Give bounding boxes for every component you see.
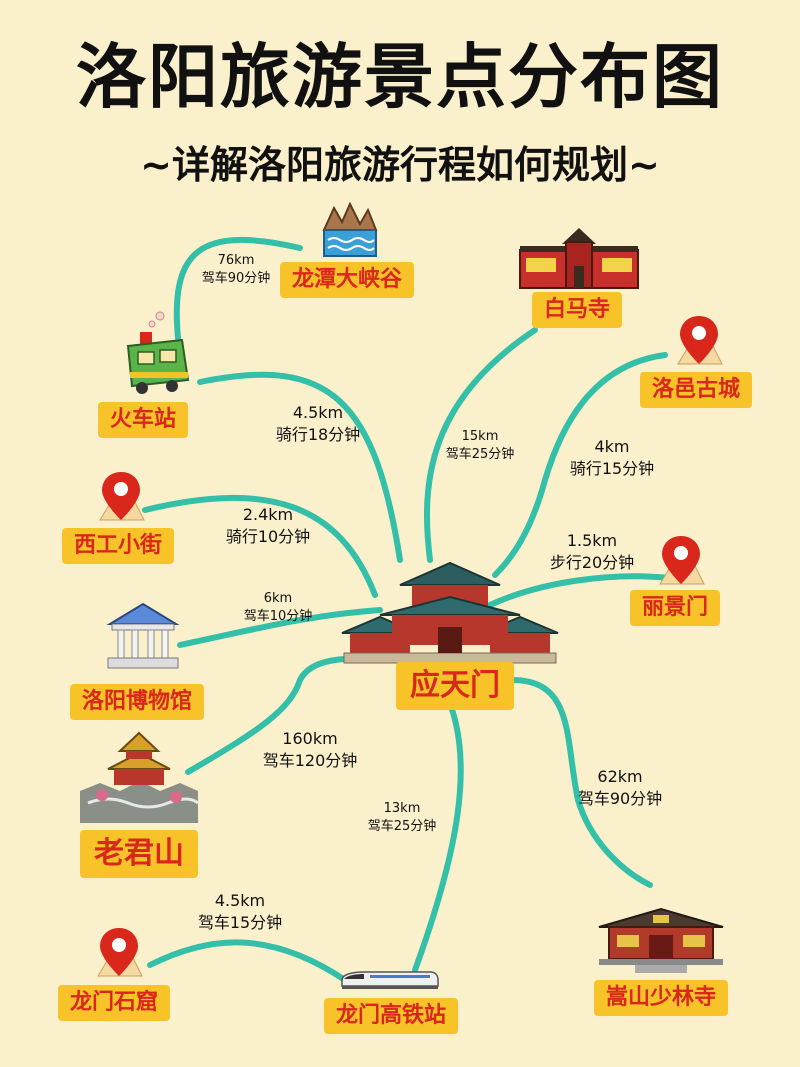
route-info-laojun: 160km 驾车120分钟 — [263, 728, 358, 771]
route-line-longtan — [173, 236, 303, 341]
museum-icon — [106, 602, 180, 669]
place-label-shaolin-temple[interactable]: 嵩山少林寺 — [594, 980, 729, 1016]
place-label-laojun-mountain[interactable]: 老君山 — [80, 830, 198, 878]
route-line-shaolin — [509, 677, 653, 888]
route-distance: 1.5km — [566, 531, 618, 550]
route-info-train-station: 4.5km 骑行18分钟 — [276, 402, 360, 445]
route-distance: 4.5km — [214, 891, 266, 910]
route-line-museum — [177, 607, 383, 648]
map-title: 洛阳旅游景点分布图 — [76, 36, 724, 118]
route-info-xigong: 2.4km 骑行10分钟 — [226, 504, 310, 547]
route-time: 骑行15分钟 — [569, 458, 655, 478]
route-line-lijing — [487, 573, 673, 608]
map-pin-icon — [659, 536, 705, 585]
route-line-xigong — [142, 494, 378, 598]
canyon-icon — [322, 201, 378, 257]
route-time: 驾车25分钟 — [367, 818, 437, 834]
route-line-longmen-grottoes — [147, 939, 348, 983]
map-pin-icon — [677, 316, 723, 365]
route-distance: 13km — [383, 801, 421, 816]
route-distance: 6km — [263, 591, 293, 606]
high-speed-train-icon — [341, 971, 439, 989]
train-icon — [126, 311, 190, 394]
route-time: 驾车25分钟 — [445, 446, 515, 462]
route-time: 骑行18分钟 — [275, 424, 361, 444]
map-pin-icon — [97, 928, 143, 977]
route-info-baima: 15km 驾车25分钟 — [446, 428, 515, 463]
route-info-longmen-station: 13km 驾车25分钟 — [368, 800, 437, 835]
route-line-baima — [423, 327, 538, 563]
route-time: 驾车90分钟 — [577, 788, 663, 808]
place-label-yingtian-gate[interactable]: 应天门 — [396, 662, 514, 710]
place-label-luoyi-ancient-city[interactable]: 洛邑古城 — [640, 372, 753, 408]
place-label-longtan-canyon[interactable]: 龙潭大峡谷 — [280, 262, 415, 298]
temple-icon — [519, 228, 639, 289]
route-distance: 76km — [217, 253, 255, 268]
route-time: 步行20分钟 — [549, 552, 635, 572]
place-label-longmen-grottoes[interactable]: 龙门石窟 — [58, 985, 171, 1021]
route-time: 驾车15分钟 — [197, 912, 283, 932]
place-label-baima-temple[interactable]: 白马寺 — [532, 292, 623, 328]
route-distance: 2.4km — [242, 505, 294, 524]
route-time: 骑行10分钟 — [225, 526, 311, 546]
place-label-luoyang-museum[interactable]: 洛阳博物馆 — [70, 684, 205, 720]
route-time: 驾车120分钟 — [262, 750, 358, 770]
route-line-train-station — [197, 371, 403, 563]
route-distance: 4km — [594, 437, 630, 456]
palace-icon — [341, 561, 559, 664]
route-distance: 4.5km — [292, 403, 344, 422]
mountain-temple-icon — [80, 731, 198, 823]
route-info-luoyi: 4km 骑行15分钟 — [570, 436, 654, 479]
route-info-shaolin: 62km 驾车90分钟 — [578, 766, 662, 809]
route-info-longmen-grottoes: 4.5km 驾车15分钟 — [198, 890, 282, 933]
place-label-longmen-station[interactable]: 龙门高铁站 — [324, 998, 459, 1034]
route-line-longmen-station — [412, 689, 464, 973]
route-info-longtan: 76km 驾车90分钟 — [202, 252, 271, 287]
route-time: 驾车10分钟 — [243, 608, 313, 624]
route-distance: 15km — [461, 429, 499, 444]
place-label-train-station[interactable]: 火车站 — [98, 402, 189, 438]
place-label-xigong-street[interactable]: 西工小街 — [62, 528, 175, 564]
route-info-museum: 6km 驾车10分钟 — [244, 590, 313, 625]
route-distance: 160km — [282, 729, 338, 748]
route-time: 驾车90分钟 — [201, 270, 271, 286]
map-subtitle: ~详解洛阳旅游行程如何规划~ — [140, 143, 660, 187]
route-distance: 62km — [597, 767, 643, 786]
map-pin-icon — [99, 472, 145, 521]
place-label-lijing-gate[interactable]: 丽景门 — [630, 590, 721, 626]
route-info-lijing: 1.5km 步行20分钟 — [550, 530, 634, 573]
route-line-luoyi — [492, 352, 668, 578]
shaolin-temple-icon — [598, 907, 724, 973]
